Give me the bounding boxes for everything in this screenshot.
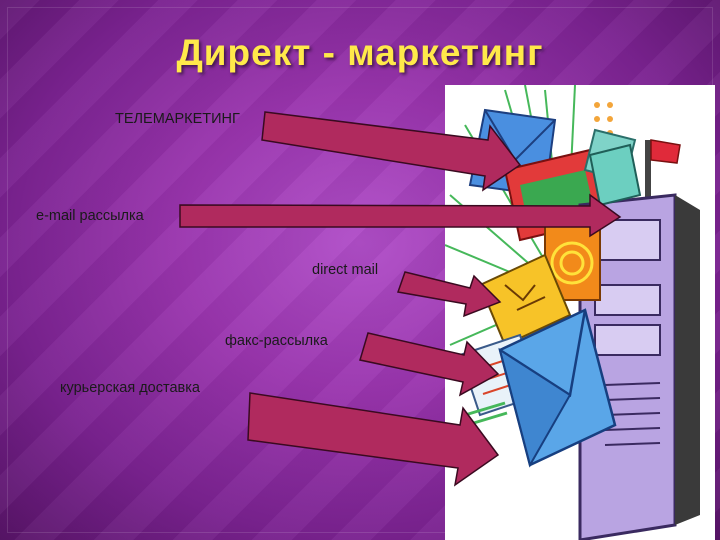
item-label-telemarketing: ТЕЛЕМАРКЕТИНГ: [115, 111, 240, 127]
mailbox-illustration: [444, 84, 715, 540]
arrow-courier: [247, 392, 500, 487]
item-label-direct-mail: direct mail: [312, 262, 379, 278]
arrow-email: [179, 193, 622, 238]
item-label-courier: курьерская доставка: [60, 380, 200, 396]
arrow-telemarketing: [261, 111, 522, 192]
item-label-fax: факс-рассылка: [225, 333, 328, 349]
item-label-email: e-mail рассылка: [36, 208, 144, 224]
arrow-fax: [359, 332, 500, 397]
slide-title: Директ - маркетинг: [176, 32, 544, 73]
arrow-direct-mail: [397, 271, 502, 318]
